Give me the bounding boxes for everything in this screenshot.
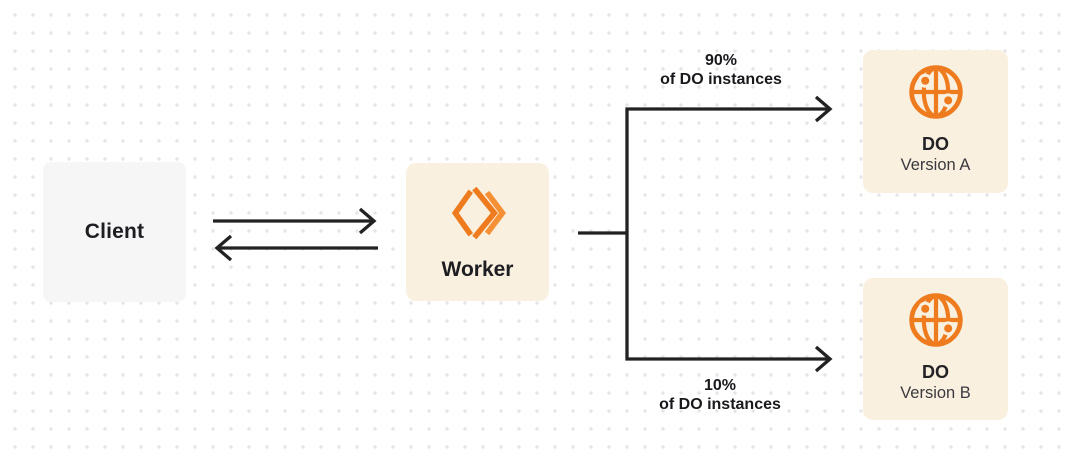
client-node: Client: [43, 162, 186, 302]
workers-logo-icon: [451, 186, 506, 240]
branch-top-caption: of DO instances: [660, 71, 782, 88]
branch-top-percent: 90%: [704, 52, 738, 69]
durable-object-globe-icon: [908, 65, 963, 119]
branch-top-label: 90% of DO instances: [631, 51, 811, 89]
do-version-b-title: DO: [922, 362, 949, 382]
client-to-worker-arrow: [213, 207, 377, 235]
do-version-a-node: DO Version A: [863, 50, 1008, 193]
branch-bottom-label: 10% of DO instances: [630, 376, 810, 414]
do-version-b-node: DO Version B: [863, 278, 1008, 420]
branch-to-do-b-arrow: [814, 345, 833, 373]
branch-bottom-percent: 10%: [703, 377, 737, 394]
do-version-a-title: DO: [922, 134, 949, 154]
durable-object-globe-icon: [908, 293, 963, 347]
do-version-b-subtitle: Version B: [900, 384, 971, 402]
client-node-label: Client: [84, 220, 145, 243]
worker-node: Worker: [406, 163, 549, 301]
branch-bottom-caption: of DO instances: [659, 396, 781, 413]
branch-to-do-a-arrow: [625, 95, 833, 361]
worker-to-client-arrow: [214, 234, 378, 262]
do-version-a-subtitle: Version A: [900, 156, 971, 174]
worker-node-label: Worker: [441, 258, 514, 281]
